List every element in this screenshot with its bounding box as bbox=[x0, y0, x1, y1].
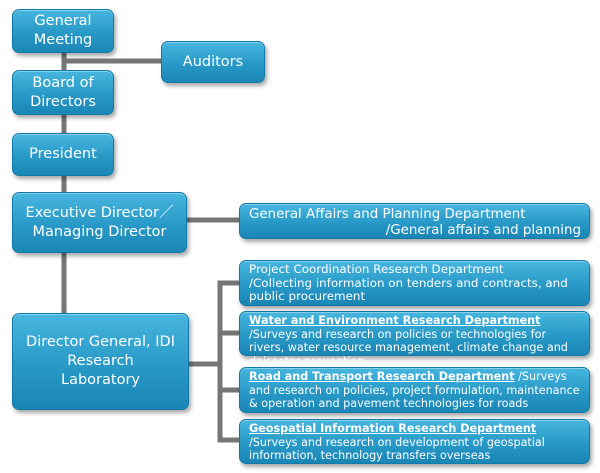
president-label: President bbox=[29, 146, 97, 162]
department-name: Water and Environment Research Departmen… bbox=[249, 314, 541, 327]
general-meeting-box: General Meeting bbox=[12, 9, 114, 53]
general-affairs-role: /General affairs and planning bbox=[385, 223, 581, 238]
board-label: Board of Directors bbox=[30, 74, 96, 110]
auditors-box: Auditors bbox=[161, 41, 265, 83]
road-transport-department-box: Road and Transport Research Department /… bbox=[239, 367, 590, 413]
department-name: Geospatial Information Research Departme… bbox=[249, 422, 537, 435]
executive-director-label: Executive Director／Managing Director bbox=[25, 204, 174, 240]
department-description: /Surveys and research on development of … bbox=[249, 435, 545, 463]
department-description: /Collecting information on tenders and c… bbox=[249, 275, 568, 304]
project-coordination-department-box: Project Coordination Research Department… bbox=[239, 260, 590, 306]
general-affairs-name: General Affairs and Planning Department bbox=[249, 207, 526, 222]
geospatial-information-department-box: Geospatial Information Research Departme… bbox=[239, 419, 590, 464]
president-box: President bbox=[12, 133, 114, 176]
department-name: Project Coordination Research Department bbox=[249, 262, 504, 276]
department-name: Road and Transport Research Department bbox=[249, 370, 515, 383]
auditors-label: Auditors bbox=[182, 53, 244, 70]
general-affairs-department-box: General Affairs and Planning Department … bbox=[239, 203, 590, 239]
board-of-directors-box: Board of Directors bbox=[12, 70, 114, 115]
water-environment-department-box: Water and Environment Research Departmen… bbox=[239, 311, 590, 368]
department-description: /Surveys and research on policies or tec… bbox=[249, 327, 568, 368]
general-meeting-label: General Meeting bbox=[33, 13, 93, 48]
executive-director-box: Executive Director／Managing Director bbox=[12, 192, 187, 253]
director-general-label: Director General, IDI Research Laborator… bbox=[26, 334, 175, 388]
department-description: /Surveys and research on policies, proje… bbox=[249, 370, 580, 411]
director-general-box: Director General, IDI Research Laborator… bbox=[12, 313, 189, 410]
